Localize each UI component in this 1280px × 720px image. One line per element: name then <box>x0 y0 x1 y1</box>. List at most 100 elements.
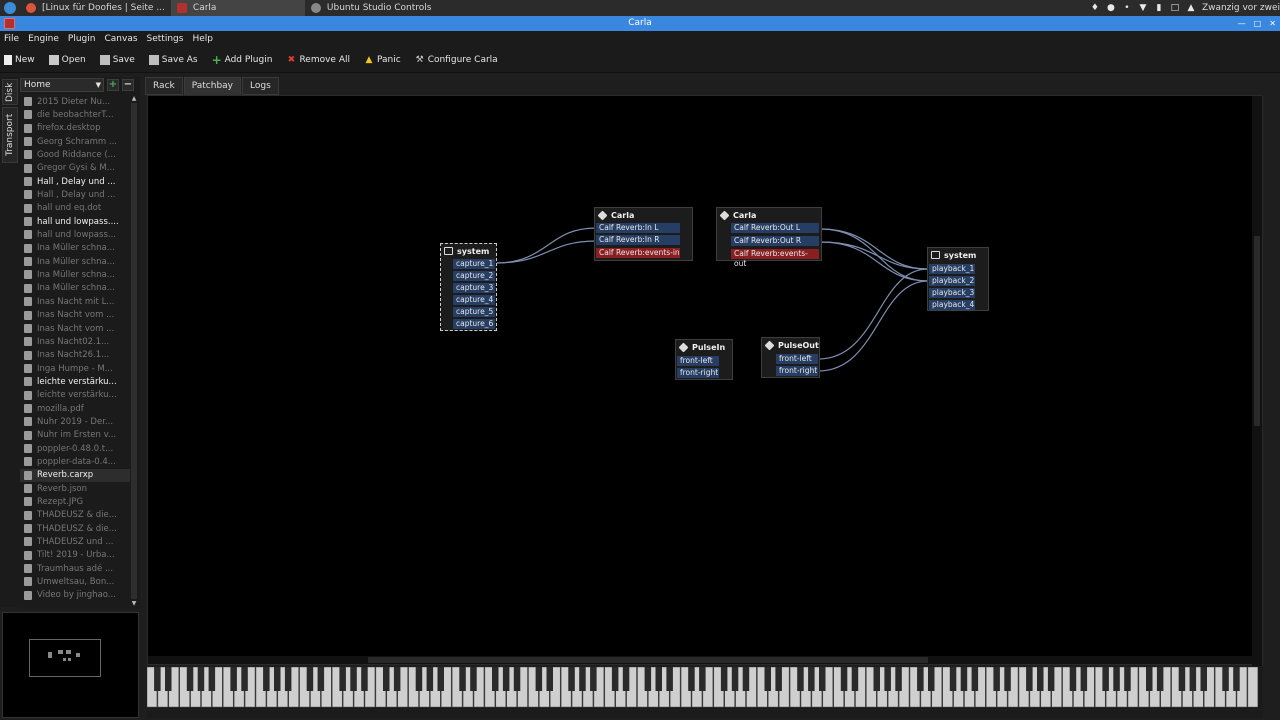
configure-carla-button[interactable]: ⚒ Configure Carla <box>415 55 498 65</box>
file-item[interactable]: Good Riddance (... <box>20 148 130 161</box>
cable-outr-playback2[interactable] <box>819 241 929 282</box>
bell-icon[interactable]: ♦ <box>1090 3 1099 13</box>
canvas-horizontal-scrollbar[interactable] <box>148 656 1254 664</box>
file-item[interactable]: Inas Nacht mit L... <box>20 295 130 308</box>
node-system-playback[interactable]: system playback_1 playback_2 playback_3 … <box>927 247 989 311</box>
piano-black-key[interactable] <box>513 667 521 691</box>
file-item[interactable]: Reverb.json <box>20 482 130 495</box>
piano-black-key[interactable] <box>797 667 804 691</box>
port-pulseout-front-right[interactable]: front-right <box>776 366 818 376</box>
piano-scrollbar[interactable] <box>147 710 1263 718</box>
piano-black-key[interactable] <box>393 667 401 691</box>
add-plugin-button[interactable]: + Add Plugin <box>212 54 273 66</box>
piano-black-key[interactable] <box>895 667 902 691</box>
cable-pulseout-l[interactable] <box>817 268 929 360</box>
clock[interactable]: Zwanzig vor zwei <box>1201 3 1280 13</box>
piano-black-key[interactable] <box>655 667 663 691</box>
tab-logs[interactable]: Logs <box>242 77 279 95</box>
piano-black-key[interactable] <box>492 667 499 691</box>
piano-black-key[interactable] <box>165 667 172 691</box>
scroll-down-icon[interactable]: ▼ <box>131 600 137 607</box>
piano-black-key[interactable] <box>1113 667 1120 691</box>
piano-black-key[interactable] <box>851 667 859 691</box>
piano-black-key[interactable] <box>971 667 979 691</box>
piano-black-key[interactable] <box>1146 667 1153 691</box>
save-button[interactable]: Save <box>99 54 135 65</box>
bluetooth-icon[interactable]: • <box>1124 3 1130 13</box>
piano-black-key[interactable] <box>437 667 445 691</box>
battery-icon[interactable]: ▮ <box>1156 3 1162 13</box>
piano-black-key[interactable] <box>622 667 630 691</box>
menu-help[interactable]: Help <box>192 34 213 44</box>
scroll-up-icon[interactable]: ▲ <box>131 95 137 102</box>
file-item[interactable]: 2015 Dieter Nu... <box>20 95 130 108</box>
node-carla-out[interactable]: Carla Calf Reverb:Out L Calf Reverb:Out … <box>716 207 822 268</box>
file-item[interactable]: Inas Nacht vom ... <box>20 322 130 335</box>
file-item[interactable]: poppler-0.48.0.t... <box>20 442 130 455</box>
file-item[interactable]: Hall , Delay und ... <box>20 175 130 188</box>
piano-keyboard[interactable] <box>146 666 1263 709</box>
piano-black-key[interactable] <box>1102 667 1109 691</box>
file-item[interactable]: Ina Müller schna... <box>20 268 130 281</box>
piano-black-key[interactable] <box>928 667 935 691</box>
file-item[interactable]: hall und lowpass... <box>20 228 130 241</box>
piano-black-key[interactable] <box>1222 667 1229 691</box>
new-button[interactable]: New <box>4 54 35 65</box>
add-folder-button[interactable]: + <box>107 79 119 91</box>
file-item[interactable]: hall und eq.dot <box>20 202 130 215</box>
piano-black-key[interactable] <box>666 667 673 691</box>
save-as-button[interactable]: Save As <box>148 54 198 65</box>
port-playback-2[interactable]: playback_2 <box>929 276 975 286</box>
piano-black-key[interactable] <box>1124 667 1131 691</box>
remove-folder-button[interactable]: − <box>122 79 134 91</box>
piano-black-key[interactable] <box>459 667 466 691</box>
port-capture-1[interactable]: capture_1 <box>453 259 495 269</box>
piano-black-key[interactable] <box>720 667 728 691</box>
file-item[interactable]: THADEUSZ und ... <box>20 535 130 548</box>
file-item[interactable]: Ina Müller schna... <box>20 255 130 268</box>
file-item[interactable]: Nuhr 2019 - Der... <box>20 415 130 428</box>
cable-outr-playback1[interactable] <box>819 241 929 270</box>
file-item[interactable]: firefox.desktop <box>20 122 130 135</box>
piano-black-key[interactable] <box>263 667 270 691</box>
file-item[interactable]: Ina Müller schna... <box>20 282 130 295</box>
piano-black-key[interactable] <box>1178 667 1186 691</box>
piano-black-key[interactable] <box>361 667 368 691</box>
tab-disk[interactable]: Disk <box>2 79 18 105</box>
piano-black-key[interactable] <box>350 667 357 691</box>
piano-black-key[interactable] <box>764 667 772 691</box>
piano-black-key[interactable] <box>535 667 543 691</box>
port-playback-4[interactable]: playback_4 <box>929 300 975 310</box>
tab-rack[interactable]: Rack <box>145 77 183 95</box>
port-reverb-out-r[interactable]: Calf Reverb:Out R <box>731 236 819 246</box>
menu-engine[interactable]: Engine <box>28 34 59 44</box>
file-list-scrollbar[interactable]: ▲ ▼ <box>130 95 138 607</box>
piano-black-key[interactable] <box>1080 667 1088 691</box>
file-item[interactable]: Tilt! 2019 - Urba... <box>20 549 130 562</box>
piano-black-key[interactable] <box>208 667 216 691</box>
port-pulsein-front-right[interactable]: front-right <box>677 368 719 378</box>
file-item[interactable]: Hall , Delay und ... <box>20 188 130 201</box>
piano-black-key[interactable] <box>306 667 314 691</box>
task-browser[interactable]: [Linux für Doofies | Seite ... <box>20 0 171 16</box>
piano-black-key[interactable] <box>502 667 510 691</box>
piano-black-key[interactable] <box>186 667 194 691</box>
minimap-viewport[interactable] <box>29 639 101 677</box>
piano-black-key[interactable] <box>611 667 619 691</box>
tab-transport[interactable]: Transport <box>2 107 18 163</box>
piano-black-key[interactable] <box>426 667 434 691</box>
piano-black-key[interactable] <box>840 667 848 691</box>
location-icon[interactable]: ● <box>1107 3 1115 13</box>
file-item[interactable]: THADEUSZ & die... <box>20 522 130 535</box>
patchbay-minimap[interactable] <box>2 612 139 718</box>
port-reverb-events-in[interactable]: Calf Reverb:events-in <box>596 248 680 258</box>
piano-black-key[interactable] <box>546 667 554 691</box>
piano-black-key[interactable] <box>568 667 575 691</box>
piano-white-key[interactable] <box>1247 666 1259 708</box>
carla-app-icon[interactable] <box>4 18 15 29</box>
canvas-vertical-scrollbar[interactable] <box>1252 96 1262 666</box>
piano-black-key[interactable] <box>873 667 881 691</box>
piano-black-key[interactable] <box>1233 667 1240 691</box>
node-pulse-in[interactable]: PulseIn front-left front-right <box>675 339 733 380</box>
file-item[interactable]: Umweltsau, Bon... <box>20 575 130 588</box>
